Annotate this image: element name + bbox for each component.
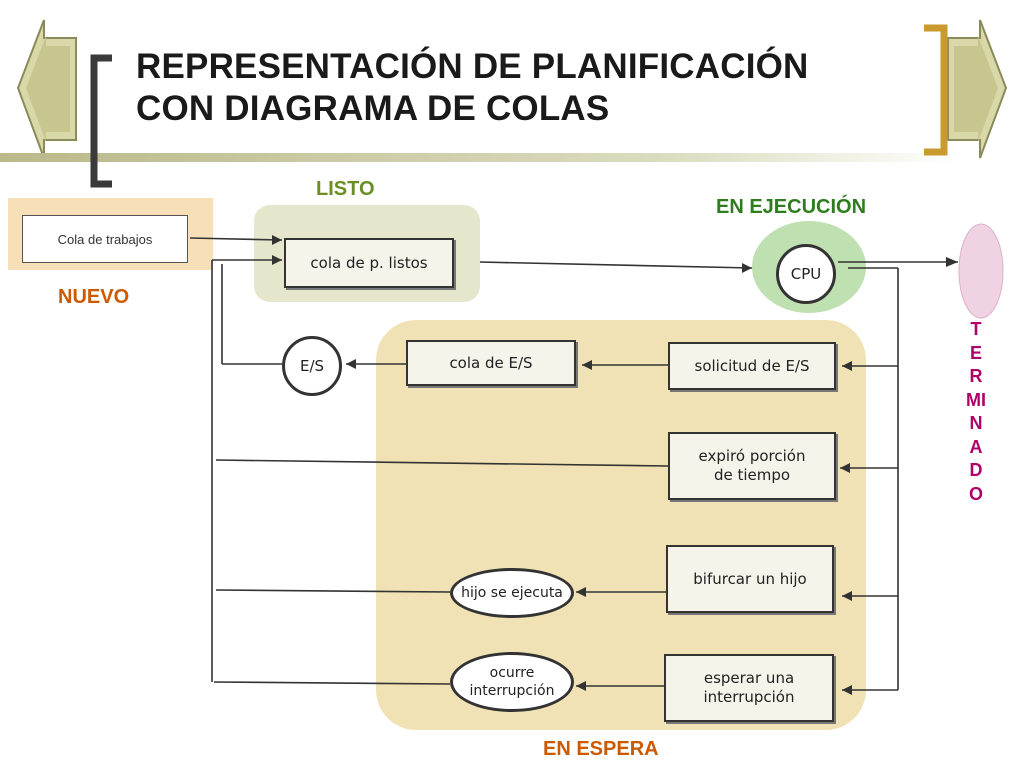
flow-lines	[189, 237, 958, 691]
state-label-terminado: TERMINADO	[966, 319, 986, 504]
title-line-1: REPRESENTACIÓN DE PLANIFICACIÓN	[136, 47, 809, 86]
title-line-2: CON DIAGRAMA DE COLAS	[136, 89, 610, 128]
ocurre-line-2: interrupción	[469, 683, 555, 699]
ocurre-interrupcion-oval: ocurre interrupción	[450, 652, 574, 712]
title-underline	[0, 153, 960, 162]
state-label-listo: LISTO	[316, 178, 375, 200]
expiro-line-1: expiró porción	[698, 447, 806, 465]
left-bracket-icon	[90, 54, 112, 188]
esperar-line-2: interrupción	[703, 688, 795, 706]
state-label-en-ejecucion: EN EJECUCIÓN	[716, 196, 867, 218]
slide-title: REPRESENTACIÓN DE PLANIFICACIÓN CON DIAG…	[136, 46, 916, 130]
cola-listos-box: cola de p. listos	[284, 238, 454, 288]
solicitud-es-box: solicitud de E/S	[668, 342, 836, 390]
state-label-en-espera: EN ESPERA	[543, 738, 659, 760]
cola-es-box: cola de E/S	[406, 340, 576, 386]
cola-de-trabajos-box: Cola de trabajos	[22, 215, 188, 263]
hijo-ejecuta-oval: hijo se ejecuta	[450, 568, 574, 618]
bifurcar-hijo-box: bifurcar un hijo	[666, 545, 834, 613]
terminado-region	[958, 223, 1004, 319]
esperar-line-1: esperar una	[703, 669, 795, 687]
espera-region	[376, 320, 866, 730]
arrow-heads	[272, 235, 958, 695]
es-circle: E/S	[282, 336, 342, 396]
right-bracket-icon	[924, 24, 948, 156]
ocurre-line-1: ocurre	[489, 665, 535, 681]
expiro-tiempo-box: expiró porción de tiempo	[668, 432, 836, 500]
next-slide-arrow-icon[interactable]	[947, 19, 1008, 159]
esperar-interrupcion-box: esperar una interrupción	[664, 654, 834, 722]
expiro-line-2: de tiempo	[713, 466, 791, 484]
state-label-nuevo: NUEVO	[58, 286, 130, 308]
cpu-circle: CPU	[776, 244, 836, 304]
prev-slide-arrow-icon[interactable]	[16, 19, 77, 159]
